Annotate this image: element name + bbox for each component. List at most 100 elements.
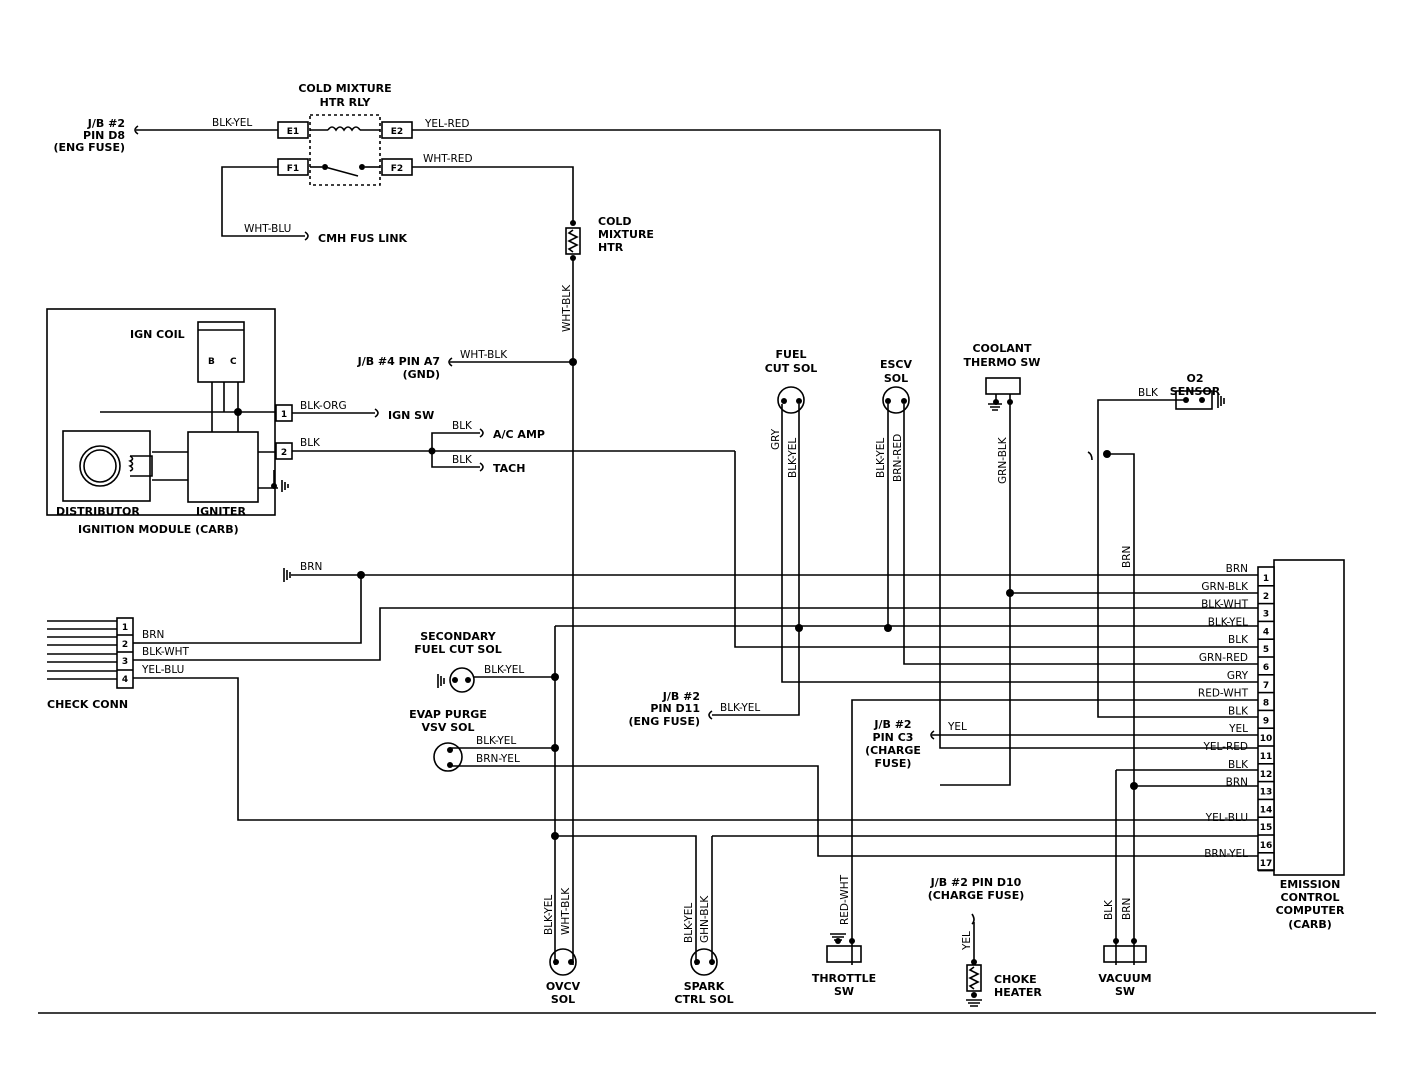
ignition-module: IGN COIL B C DISTRIBUTOR IGNITER 1 2 IGN… <box>46 308 293 536</box>
wire-brn-ground: BRN <box>300 561 322 573</box>
wire-blk-yel-fuelcut: BLK-YEL <box>787 438 799 478</box>
jb2-d8-line1: J/B #2 <box>87 117 125 130</box>
evap-purge-line1: EVAP PURGE <box>409 708 487 721</box>
jb2-d10-line1: J/B #2 PIN D10 <box>930 876 1022 889</box>
jb2-d11-line2: PIN D11 <box>650 702 700 715</box>
spark-ctrl-line1: SPARK <box>684 980 725 993</box>
throttle-sw-line2: SW <box>834 985 854 998</box>
ecu-wire-label-5: BLK <box>1228 634 1249 646</box>
cold-mixture-htr-relay: COLD MIXTURE HTR RLY E1 E2 F1 F2 <box>277 82 413 186</box>
wire-yel-red-e2: YEL-RED <box>424 118 470 130</box>
jb2-d11-line3: (ENG FUSE) <box>628 715 700 728</box>
wire-blk-yel-ovcv: BLK-YEL <box>543 895 555 935</box>
emission-control-computer: EMISSION CONTROL COMPUTER (CARB) <box>1257 559 1345 931</box>
wire-blk-tach: BLK <box>452 454 473 466</box>
wire-gry-fuelcut: GRY <box>770 428 782 450</box>
wire-wht-red-f2: WHT-RED <box>423 153 473 165</box>
jb2-pin-d8-label: J/B #2 PIN D8 (ENG FUSE) <box>53 117 125 154</box>
ecu-wire-label-2: GRN-BLK <box>1201 581 1249 593</box>
cold-mixture-heater: COLD MIXTURE HTR <box>565 215 654 261</box>
wire-blk-ac: BLK <box>452 420 473 432</box>
ignition-module-label: IGNITION MODULE (CARB) <box>78 523 239 536</box>
wire-brn-vacuum: BRN <box>1121 898 1133 920</box>
jb2-d8-line3: (ENG FUSE) <box>53 141 125 154</box>
wire-blk-yel-evap: BLK-YEL <box>476 735 516 747</box>
wire-blk-yel-d11: BLK-YEL <box>720 702 760 714</box>
cold-mixture-htr-line2: MIXTURE <box>598 228 654 241</box>
wire-blk-wht-check: BLK-WHT <box>142 646 189 658</box>
relay-title-line1: COLD MIXTURE <box>298 82 391 95</box>
wire-brn-check: BRN <box>142 629 164 641</box>
wire-brn-red-escv: BRN-RED <box>892 434 904 482</box>
relay-pin-e2: E2 <box>391 127 403 137</box>
igniter-label: IGNITER <box>196 505 246 518</box>
evap-purge-line2: VSV SOL <box>421 721 474 734</box>
ecu-wire-label-3: BLK-WHT <box>1201 599 1248 611</box>
ecu-wire-label-11: YEL-RED <box>1202 741 1248 753</box>
wire-blk-yel-e1: BLK-YEL <box>212 117 252 129</box>
wire-yel-c3: YEL <box>947 721 967 733</box>
ecu-wire-label-7: GRY <box>1227 670 1249 682</box>
wire-blk-yel-sec: BLK-YEL <box>484 664 524 676</box>
ecu-pin-14: 14 <box>1260 805 1273 815</box>
vacuum-sw-line2: SW <box>1115 985 1135 998</box>
ovcv-sol-line2: SOL <box>551 993 575 1006</box>
wire-brn-yel-evap: BRN-YEL <box>476 753 520 765</box>
jb2-d8-line2: PIN D8 <box>83 129 125 142</box>
ecu-name-line3: COMPUTER <box>1276 904 1345 917</box>
fuel-cut-sol-line2: CUT SOL <box>765 362 818 375</box>
ecu-wire-label-17: BRN-YEL <box>1204 848 1248 860</box>
tach-label: TACH <box>493 462 525 475</box>
jb2-d11-line1: J/B #2 <box>662 690 700 703</box>
wire-blk-vacuum: BLK <box>1103 899 1115 920</box>
ecu-wire-label-1: BRN <box>1226 563 1248 575</box>
relay-pin-f2: F2 <box>391 164 403 174</box>
ecu-pin-8: 8 <box>1263 699 1269 709</box>
jb2-c3-line2: PIN C3 <box>873 731 914 744</box>
relay-pin-e1: E1 <box>287 127 299 137</box>
ecu-wire-label-10: YEL <box>1228 723 1248 735</box>
jb2-c3-line1: J/B #2 <box>873 718 911 731</box>
wire-ghn-blk-spark: GHN-BLK <box>699 895 711 943</box>
wire-wht-blk-a7: WHT-BLK <box>460 349 508 361</box>
jb2-d10-line2: (CHARGE FUSE) <box>928 889 1025 902</box>
ign-sw-label: IGN SW <box>388 409 434 422</box>
ecu-pin-11: 11 <box>1260 752 1273 762</box>
wire-wht-blu: WHT-BLU <box>244 223 291 235</box>
ecu-pin-3: 3 <box>1263 610 1269 620</box>
ecu-pin-list: 1BRN2GRN-BLK3BLK-WHT4BLK-YEL5BLK6GRN-RED… <box>1198 563 1274 872</box>
check-pin-4: 4 <box>122 675 128 685</box>
module-pin-1: 1 <box>281 410 287 420</box>
ovcv-sol-line1: OVCV <box>546 980 581 993</box>
jb4-a7-line1: J/B #4 PIN A7 <box>357 355 440 368</box>
check-connector: 1 2 3 4 CHECK CONN <box>47 617 134 711</box>
ecu-wire-label-15: YEL-BLU <box>1205 812 1248 824</box>
ecu-pin-15: 15 <box>1260 823 1273 833</box>
ecu-pin-13: 13 <box>1260 788 1273 798</box>
wire-yel-choke: YEL <box>961 931 973 951</box>
jb4-a7-line2: (GND) <box>403 368 440 381</box>
ecu-wire-label-4: BLK-YEL <box>1208 616 1248 628</box>
ecu-pin-6: 6 <box>1263 663 1269 673</box>
wire-yel-blu-check: YEL-BLU <box>141 664 184 676</box>
check-pin-3: 3 <box>122 657 128 667</box>
choke-heater-line2: HEATER <box>994 986 1042 999</box>
relay-title-line2: HTR RLY <box>320 96 372 109</box>
wire-blk-o2: BLK <box>1138 387 1159 399</box>
wire-wht-blk-vertical: WHT-BLK <box>561 284 573 332</box>
ecu-wire-label-8: RED-WHT <box>1198 688 1249 700</box>
ecu-pin-1: 1 <box>1263 574 1269 584</box>
relay-pin-f1: F1 <box>287 164 299 174</box>
coil-terminal-b: B <box>208 357 215 367</box>
sec-fuel-cut-line1: SECONDARY <box>420 630 497 643</box>
wire-blk-org: BLK-ORG <box>300 400 347 412</box>
ecu-pin-5: 5 <box>1263 645 1269 655</box>
cold-mixture-htr-line1: COLD <box>598 215 632 228</box>
wire-blk-yel-escv: BLK-YEL <box>875 438 887 478</box>
ecu-pin-17: 17 <box>1260 859 1273 869</box>
escv-sol-line2: SOL <box>884 372 908 385</box>
coolant-thermo-line2: THERMO SW <box>964 356 1041 369</box>
distributor-label: DISTRIBUTOR <box>56 505 140 518</box>
vacuum-sw-line1: VACUUM <box>1098 972 1151 985</box>
